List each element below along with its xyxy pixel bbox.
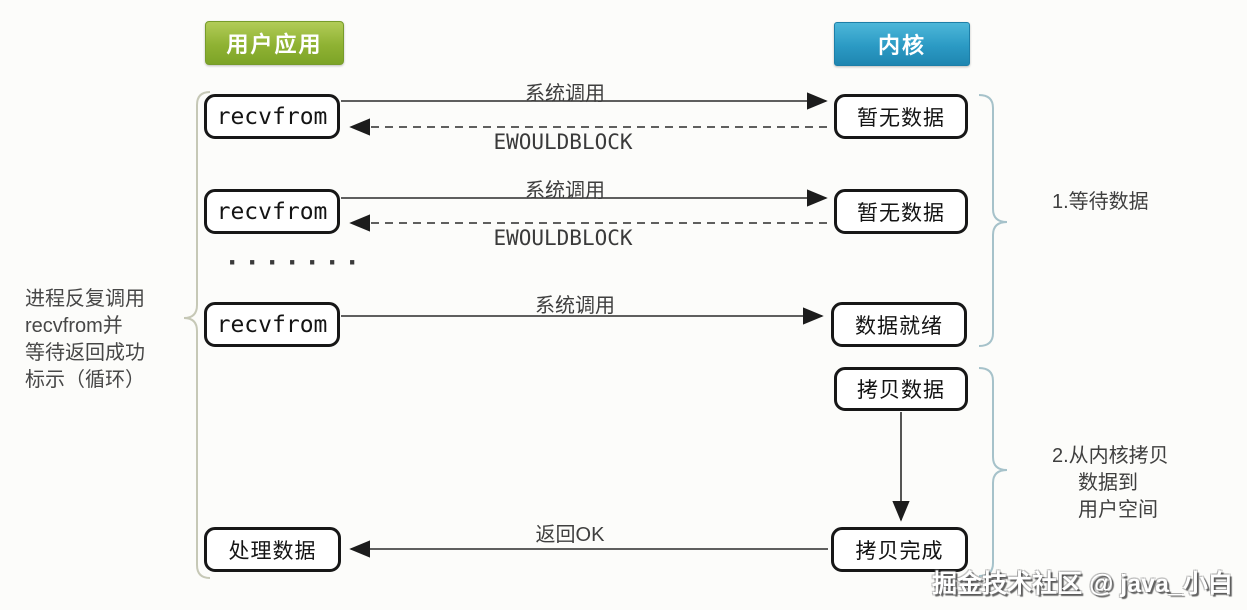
user-app-header: 用户应用 bbox=[205, 21, 344, 65]
recvfrom-box-3: recvfrom bbox=[204, 302, 340, 347]
data-ready-box: 数据就绪 bbox=[831, 302, 967, 347]
no-data-box-2: 暂无数据 bbox=[834, 189, 968, 234]
ewouldblock-label-1: EWOULDBLOCK bbox=[493, 130, 633, 154]
stage2-label: 2.从内核拷贝 数据到 用户空间 bbox=[1052, 443, 1169, 524]
loop-note-line-4: 标示（循环） bbox=[25, 369, 145, 391]
loop-ellipsis: ······· bbox=[228, 246, 368, 279]
stage1-label: 1.等待数据 bbox=[1052, 191, 1149, 213]
process-data-box: 处理数据 bbox=[204, 527, 341, 572]
syscall-label-3: 系统调用 bbox=[535, 295, 615, 317]
user-app-header-label: 用户应用 bbox=[226, 32, 323, 57]
stage1-brace bbox=[978, 94, 1008, 347]
loop-note-line-1: 进程反复调用 bbox=[25, 288, 145, 310]
stage2-brace bbox=[978, 367, 1008, 577]
watermark: 掘金技术社区 @ java_小白 bbox=[932, 570, 1233, 598]
stage2-label-line-2: 数据到 bbox=[1078, 472, 1138, 494]
loop-note-line-2: recvfrom并 bbox=[25, 315, 123, 337]
copy-data-box: 拷贝数据 bbox=[834, 367, 968, 411]
recvfrom-box-2: recvfrom bbox=[204, 189, 340, 234]
stage2-label-line-1: 2.从内核拷贝 bbox=[1052, 445, 1169, 467]
recvfrom-box-1: recvfrom bbox=[204, 94, 340, 139]
loop-brace-left bbox=[183, 91, 211, 579]
ewouldblock-label-2: EWOULDBLOCK bbox=[493, 226, 633, 250]
kernel-header: 内核 bbox=[834, 22, 970, 66]
loop-note-line-3: 等待返回成功 bbox=[25, 342, 145, 364]
kernel-header-label: 内核 bbox=[877, 33, 926, 58]
stage2-label-line-3: 用户空间 bbox=[1078, 499, 1158, 521]
loop-note: 进程反复调用 recvfrom并 等待返回成功 标示（循环） bbox=[25, 286, 145, 394]
syscall-label-1: 系统调用 bbox=[525, 83, 605, 105]
no-data-box-1: 暂无数据 bbox=[834, 94, 968, 139]
return-ok-label: 返回OK bbox=[535, 524, 605, 546]
copy-done-box: 拷贝完成 bbox=[831, 527, 968, 572]
syscall-label-2: 系统调用 bbox=[525, 180, 605, 202]
